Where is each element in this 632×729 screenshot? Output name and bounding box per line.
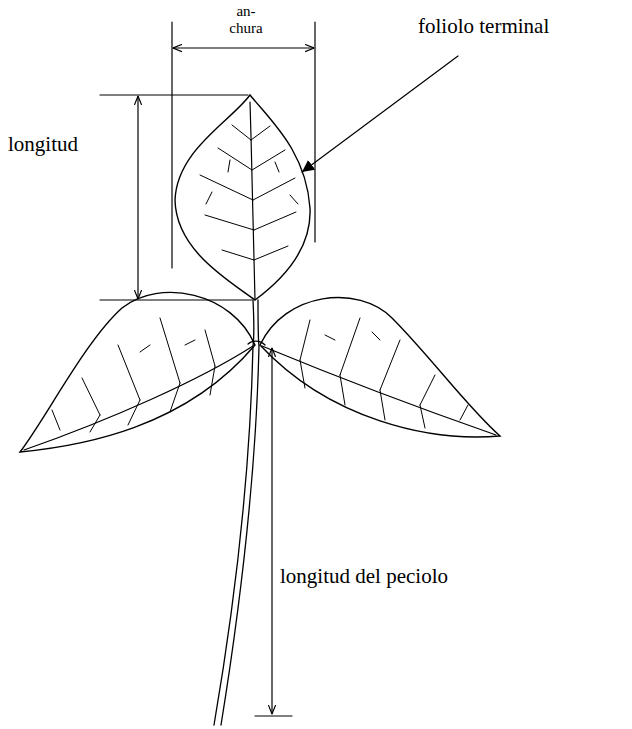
- petiole: [214, 300, 254, 725]
- terminal-leaflet: [175, 95, 310, 300]
- extension-line: [255, 715, 292, 716]
- leader-line: [302, 56, 458, 172]
- midrib: [250, 102, 255, 300]
- extension-line: [314, 22, 315, 242]
- lateral-leaflet: [20, 292, 255, 452]
- width-arrow: [173, 47, 314, 48]
- midrib: [24, 346, 253, 450]
- petiole: [221, 300, 259, 725]
- midrib: [262, 346, 496, 435]
- veins: [300, 318, 468, 428]
- part-label: foliolo terminal: [418, 14, 549, 38]
- extension-line: [171, 22, 172, 268]
- veins: [52, 318, 215, 432]
- lateral-leaflet: [260, 298, 500, 437]
- pulvinus: [248, 341, 265, 345]
- veins: [200, 125, 298, 260]
- extension-line: [100, 299, 252, 300]
- width-label: an- chura: [224, 3, 268, 38]
- petiole-length-arrow: [271, 348, 272, 714]
- dimension-label: longitud: [8, 132, 78, 156]
- extension-line: [100, 94, 248, 95]
- length-arrow: [137, 96, 138, 299]
- dimension-label: longitud del peciolo: [280, 564, 448, 588]
